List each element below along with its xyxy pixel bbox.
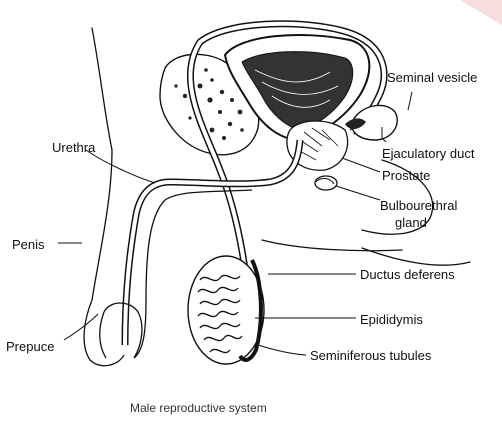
label-prepuce: Prepuce xyxy=(6,339,54,354)
label-urethra: Urethra xyxy=(52,140,96,155)
label-bulbourethral-line2: gland xyxy=(395,215,427,230)
watermark-shape xyxy=(460,0,502,25)
label-penis: Penis xyxy=(12,237,45,252)
label-ductus-deferens: Ductus deferens xyxy=(360,267,455,282)
label-prostate: Prostate xyxy=(382,168,430,183)
diagram-caption: Male reproductive system xyxy=(130,401,267,415)
label-ejaculatory-duct: Ejaculatory duct xyxy=(382,146,475,161)
label-seminiferous-tubules: Seminiferous tubules xyxy=(310,348,432,363)
label-seminal-vesicle: Seminal vesicle xyxy=(387,70,477,85)
label-epididymis: Epididymis xyxy=(360,312,423,327)
label-bulbourethral-line1: Bulbourethral xyxy=(380,198,457,213)
seminal-vesicle xyxy=(345,105,397,140)
testis xyxy=(188,256,264,364)
bulbourethral-gland xyxy=(315,176,337,190)
